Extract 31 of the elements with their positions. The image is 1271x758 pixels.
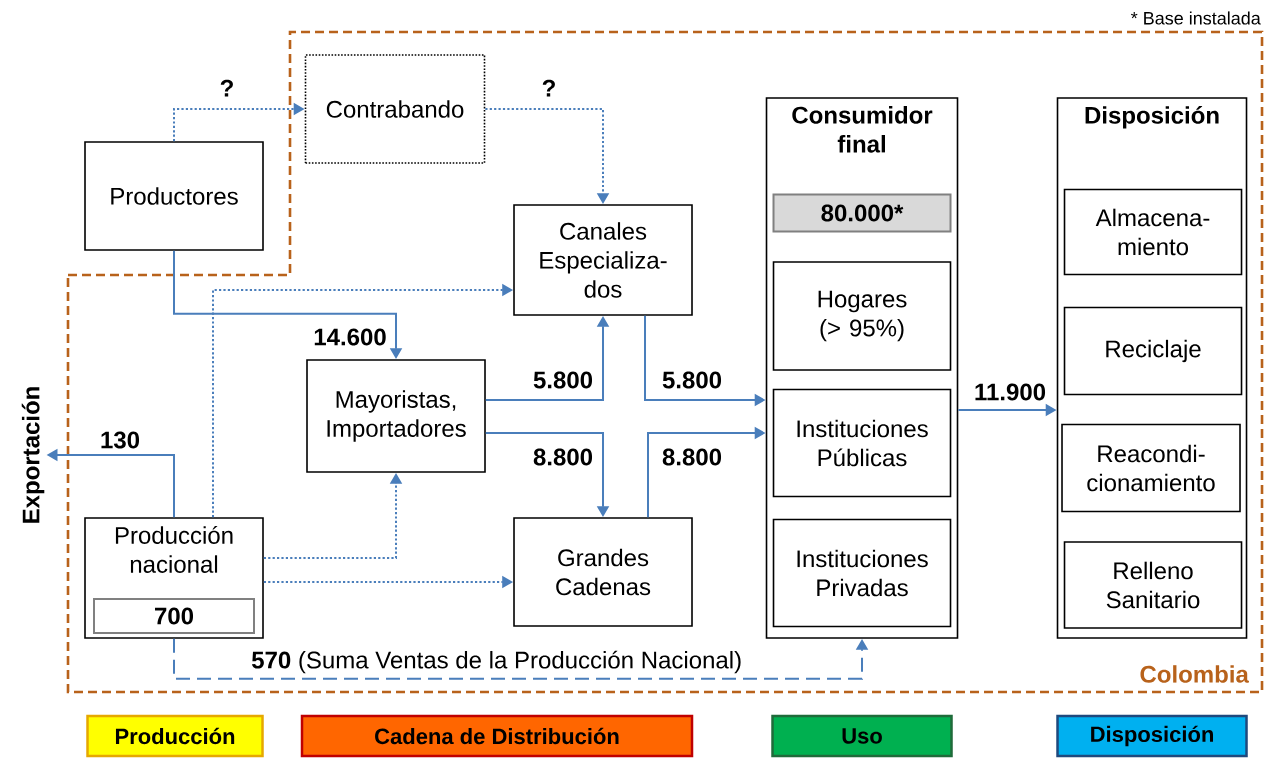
flow-box: Mayoristas, Importadores: [306, 359, 486, 473]
edge-label: 11.900: [972, 382, 1048, 402]
flow-box: Almacena- miento: [1063, 188, 1243, 276]
edge-label: 570 (Suma Ventas de la Producción Nacional): [250, 649, 744, 675]
edge-label: 8.800: [532, 447, 595, 467]
flow-box: Canales Especializa- dos: [513, 204, 693, 316]
flow-box: Instituciones Públicas: [772, 388, 952, 498]
flow-box: Relleno Sanitario: [1063, 541, 1243, 629]
edge-label: 5.800: [661, 370, 724, 390]
region-label: Colombia: [1140, 665, 1249, 683]
edge-label: 130: [99, 430, 141, 450]
edge-label: 5.800: [532, 370, 595, 390]
legend-box: Disposición: [1056, 714, 1248, 758]
legend-box: Producción: [86, 714, 264, 758]
dotted-box: Contrabando: [304, 54, 486, 164]
flow-box: Grandes Cadenas: [513, 517, 693, 627]
flow-box: Reacondi- cionamiento: [1061, 423, 1241, 513]
value-box: 80.000*: [772, 193, 952, 233]
vertical-label: Exportación: [21, 387, 45, 523]
footnote: * Base instalada: [1131, 11, 1261, 25]
edge-label: ?: [540, 78, 558, 98]
value-box: 700: [93, 598, 255, 634]
edge-label: ?: [218, 78, 236, 98]
flow-box: Instituciones Privadas: [772, 518, 952, 628]
flow-box: Reciclaje: [1063, 306, 1243, 396]
legend-box: Cadena de Distribución: [300, 714, 694, 758]
flow-box: Productores: [84, 141, 264, 251]
flow-box: Hogares (> 95%): [772, 261, 952, 371]
legend-box: Uso: [771, 714, 953, 758]
edge-label: 8.800: [661, 447, 724, 467]
edge-label: 14.600: [312, 327, 388, 347]
